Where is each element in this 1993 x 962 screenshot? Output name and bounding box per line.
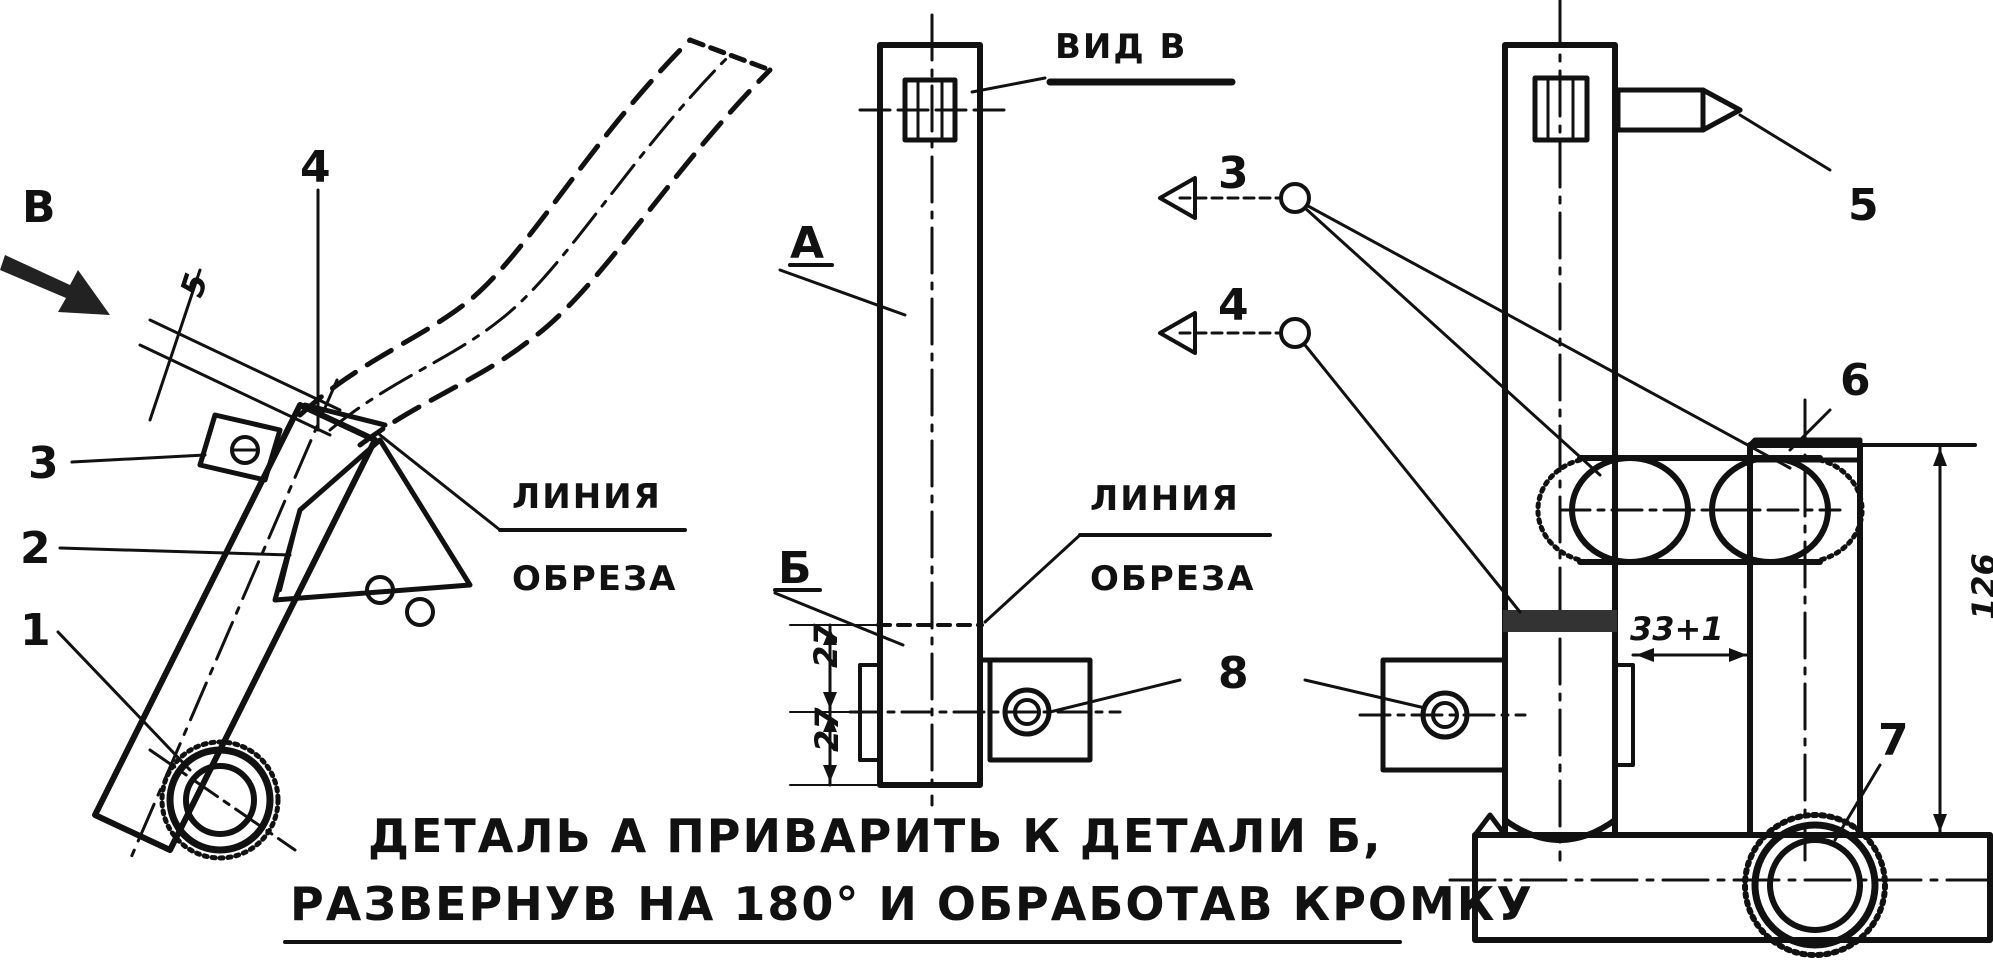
dim-5-extension-b bbox=[138, 343, 332, 437]
dashed-tube-end bbox=[687, 37, 773, 73]
bolt-2b bbox=[405, 597, 435, 627]
callout-circle-4 bbox=[1279, 317, 1311, 349]
dashed-tube-outline-inner bbox=[357, 67, 773, 448]
callout-7: 7 bbox=[1878, 715, 1909, 766]
leader-1 bbox=[56, 630, 192, 772]
round-tube-7-inner bbox=[1767, 837, 1863, 933]
dim-5-label: 5 bbox=[173, 269, 216, 302]
dim-27-lower-label: 27 bbox=[808, 707, 846, 752]
dim-5-line bbox=[148, 268, 202, 422]
callout-2: 2 bbox=[20, 523, 51, 574]
weld-seam-7 bbox=[1742, 812, 1888, 958]
left-view: В 5 4 3 2 1 ЛИНИЯ ОБРЕЗА bbox=[0, 37, 773, 862]
square-insert bbox=[902, 77, 958, 143]
view-arrow-label: В bbox=[22, 182, 56, 233]
clamp-ring-inner bbox=[183, 763, 257, 837]
vertical-tube-bottom-fillet bbox=[1502, 817, 1618, 843]
round-tube-7-outer bbox=[1751, 821, 1879, 949]
dim-33-label: 33+1 bbox=[1630, 610, 1724, 648]
dashed-tube-outline-outer bbox=[297, 37, 693, 418]
clamp-ring-outer bbox=[166, 746, 274, 854]
leader-6 bbox=[1788, 408, 1832, 452]
square-insert-right bbox=[1532, 75, 1590, 143]
base-tube bbox=[1472, 832, 1993, 943]
leader-8-middle bbox=[1048, 678, 1182, 714]
dim-27-arrow-4 bbox=[823, 765, 837, 782]
tube-part-a bbox=[877, 42, 983, 788]
callout-1: 1 bbox=[20, 605, 51, 656]
view-arrow-b bbox=[0, 255, 110, 315]
dim-27-arrow-1 bbox=[823, 628, 837, 645]
dim-33-arrow-right bbox=[1729, 648, 1747, 662]
leader-2 bbox=[58, 546, 292, 557]
bracket-5-tip-top bbox=[1700, 87, 1743, 113]
cut-line-label-top-left: ЛИНИЯ bbox=[512, 477, 662, 517]
callout-5: 5 bbox=[1848, 180, 1879, 231]
bolt-2a bbox=[365, 575, 395, 605]
part-b-label: Б bbox=[778, 543, 812, 594]
callout-8: 8 bbox=[1218, 648, 1249, 699]
bracket-5 bbox=[1615, 87, 1706, 133]
arrow-3-head bbox=[1158, 176, 1197, 220]
dim-27-upper-label: 27 bbox=[807, 623, 845, 668]
dim-126-arrow-top bbox=[1933, 448, 1947, 466]
callout-3-right: 3 bbox=[1218, 148, 1249, 199]
middle-view: ВИД В А Б ЛИНИЯ ОБРЕЗА 27 27 8 bbox=[773, 13, 1272, 807]
note-line-1: ДЕТАЛЬ А ПРИВАРИТЬ К ДЕТАЛИ Б, bbox=[368, 809, 1383, 863]
weld-band-4 bbox=[1503, 610, 1617, 632]
weld-seam-1 bbox=[159, 739, 281, 861]
weld-seam-cross-right bbox=[1817, 457, 1865, 563]
part-6-top bbox=[1747, 437, 1863, 463]
dim-27-arrow-2 bbox=[823, 692, 837, 709]
base-tube-left-end bbox=[1472, 812, 1508, 838]
leader-3-right-a bbox=[1303, 206, 1602, 477]
note-line-2: РАЗВЕРНУВ НА 180° И ОБРАБОТАВ КРОМКУ bbox=[290, 877, 1534, 931]
assembly-note: ДЕТАЛЬ А ПРИВАРИТЬ К ДЕТАЛИ Б, РАЗВЕРНУВ… bbox=[283, 809, 1534, 944]
weld-seam-cross-left bbox=[1535, 457, 1583, 563]
callout-6: 6 bbox=[1840, 355, 1871, 406]
dashed-tube-centerline bbox=[328, 53, 732, 432]
cut-line-label-top-middle: ЛИНИЯ bbox=[1090, 479, 1240, 519]
part-a-label: А bbox=[790, 218, 824, 269]
tilted-tube bbox=[92, 402, 378, 853]
arrow-4-head bbox=[1158, 311, 1197, 355]
gusset-2-edge bbox=[278, 508, 302, 592]
leader-3-right-b bbox=[1306, 204, 1792, 470]
side-tab-right bbox=[1613, 663, 1635, 767]
cut-line-label-bottom-left: ОБРЕЗА bbox=[512, 559, 677, 599]
bracket-5-tip-bottom bbox=[1700, 107, 1743, 133]
callout-3-left: 3 bbox=[28, 438, 59, 489]
bracket-8-middle bbox=[987, 657, 1093, 763]
leader-view-b bbox=[970, 76, 1047, 94]
leader-part-a bbox=[778, 268, 907, 317]
cut-line-label-bottom-middle: ОБРЕЗА bbox=[1090, 559, 1255, 599]
leader-part-b bbox=[773, 591, 905, 647]
leader-7 bbox=[1833, 763, 1882, 842]
dim-27-arrow-3 bbox=[823, 715, 837, 732]
leader-5 bbox=[1738, 113, 1832, 172]
dim-126-label: 126 bbox=[1965, 553, 1993, 620]
leader-3-left bbox=[70, 453, 207, 464]
leader-4-right bbox=[1303, 343, 1522, 614]
right-view: 3 4 5 6 7 33+1 126 bbox=[1158, 0, 1993, 958]
dim-5-extension-a bbox=[148, 318, 342, 412]
view-b-title: ВИД В bbox=[1055, 27, 1187, 67]
dim-33-arrow-left bbox=[1636, 648, 1654, 662]
leader-cut-line-middle bbox=[983, 533, 1082, 624]
leader-8-right bbox=[1303, 678, 1427, 710]
dim-126-arrow-bottom bbox=[1933, 814, 1947, 832]
callout-4-left: 4 bbox=[300, 142, 331, 193]
callout-4-right: 4 bbox=[1218, 280, 1249, 331]
plate-3 bbox=[197, 412, 283, 483]
leader-cut-line-left bbox=[378, 433, 502, 532]
